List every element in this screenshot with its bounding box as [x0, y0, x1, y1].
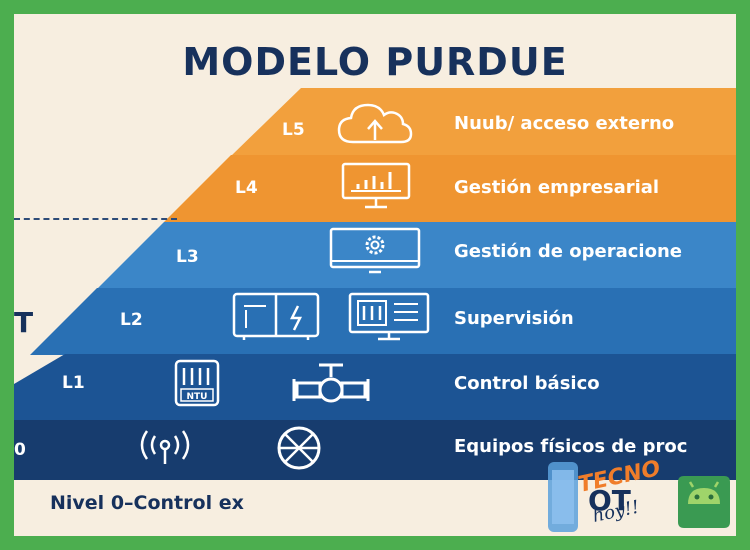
level-id-l3: L3 — [176, 247, 199, 267]
level-label-l5: Nuub/ acceso externo — [454, 113, 675, 134]
left-zone-label: T — [14, 306, 34, 339]
monitor-gear-icon — [329, 227, 421, 274]
band-l1 — [14, 354, 736, 421]
band-l5 — [231, 88, 736, 156]
level-id-l5: L5 — [282, 120, 305, 140]
footer-text: Nivel 0–Control ex — [50, 492, 244, 514]
level-id-l0: 0 — [14, 440, 26, 460]
it-ot-divider — [14, 218, 177, 220]
page-title: MODELO PURDUE — [182, 40, 568, 84]
level-label-l2: Supervisión — [454, 308, 574, 329]
level-id-l4: L4 — [235, 178, 258, 198]
band-l0 — [14, 420, 736, 480]
wheel-icon — [277, 426, 321, 470]
band-l3 — [97, 222, 736, 289]
monitor-chart-icon — [341, 162, 411, 209]
monitor-panel-icon — [348, 292, 430, 341]
level-id-l1: L1 — [62, 373, 85, 393]
level-label-l0: Equipos físicos de proc — [454, 436, 688, 457]
ntu-device-icon: NTU — [174, 359, 220, 407]
valve-icon — [292, 363, 370, 403]
level-id-l2: L2 — [120, 310, 143, 330]
level-label-l1: Control básico — [454, 373, 600, 394]
svg-text:TECNO: TECNO — [576, 458, 663, 498]
band-l2 — [30, 288, 736, 355]
sensor-signal-icon — [140, 430, 190, 464]
svg-text:hoy!!: hoy!! — [591, 497, 641, 527]
android-logo-icon — [678, 476, 730, 528]
cloud-upload-icon — [337, 103, 413, 144]
tecnohoy-watermark: TECNO hoy!! — [548, 458, 663, 532]
level-label-l4: Gestión empresarial — [454, 177, 660, 198]
diagram-frame: MODELO PURDUE T L5 L4 L3 L2 L1 0 Nuub/ a… — [14, 14, 736, 536]
level-label-l3: Gestión de operacione — [454, 241, 682, 262]
server-cabinet-icon — [232, 292, 320, 340]
svg-text:NTU: NTU — [187, 392, 208, 402]
band-l4 — [164, 155, 736, 222]
ot-label: OT — [588, 484, 631, 517]
